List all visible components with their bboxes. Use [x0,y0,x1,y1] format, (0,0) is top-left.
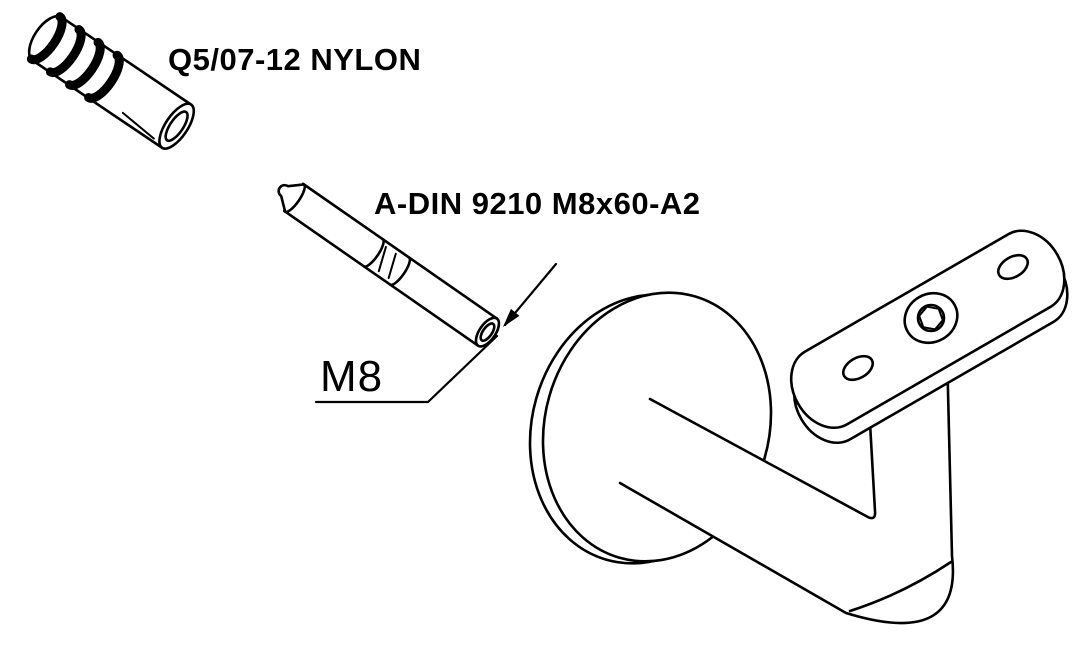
bracket-arm-top-edge-and-post-left [648,368,877,520]
screw-countersink [903,291,959,345]
hex-socket-screw [903,291,959,345]
stud-collar-line [388,256,412,287]
stud-thread-bore [479,322,496,343]
saddle-hole-left [841,354,875,382]
anchor-fin [45,25,86,78]
anchor-fin [84,50,124,103]
screw-hex-socket [918,305,944,331]
dim-leader-line [314,334,499,404]
stud-tip-chamfer-line [283,183,307,214]
stud-thread-tick [387,252,397,280]
anchor-bore [164,110,189,143]
bracket-post-right-elbow-and-arm-bottom [618,348,955,625]
m8-dimension-leader [314,262,558,404]
stud-part-label: A-DIN 9210 M8x60-A2 [374,186,701,221]
anchor-fin [26,12,67,65]
dim-arrowhead [503,308,520,327]
stud-collar-line [362,237,385,268]
anchor-slot-line [121,111,155,140]
anchor-fin [64,37,105,90]
handrail-bracket-drawing [528,229,1069,625]
anchor-open-end [158,102,196,150]
anchor-part-label: Q5/07-12 NYLON [168,42,422,77]
stud-body-bottom-edge [282,209,480,347]
stud-body-top-edge [301,182,499,320]
saddle-hole-right [996,253,1030,281]
stud-thread-tick [377,245,387,273]
threaded-stud-drawing [277,182,501,348]
bracket-arm-silhouette [618,348,953,624]
m8-dimension-label: M8 [320,352,384,401]
stud-tip [277,183,306,213]
nylon-anchor-drawing [26,12,196,150]
screw-socket-rim [916,303,946,333]
bracket-elbow-seam-line [848,560,953,613]
